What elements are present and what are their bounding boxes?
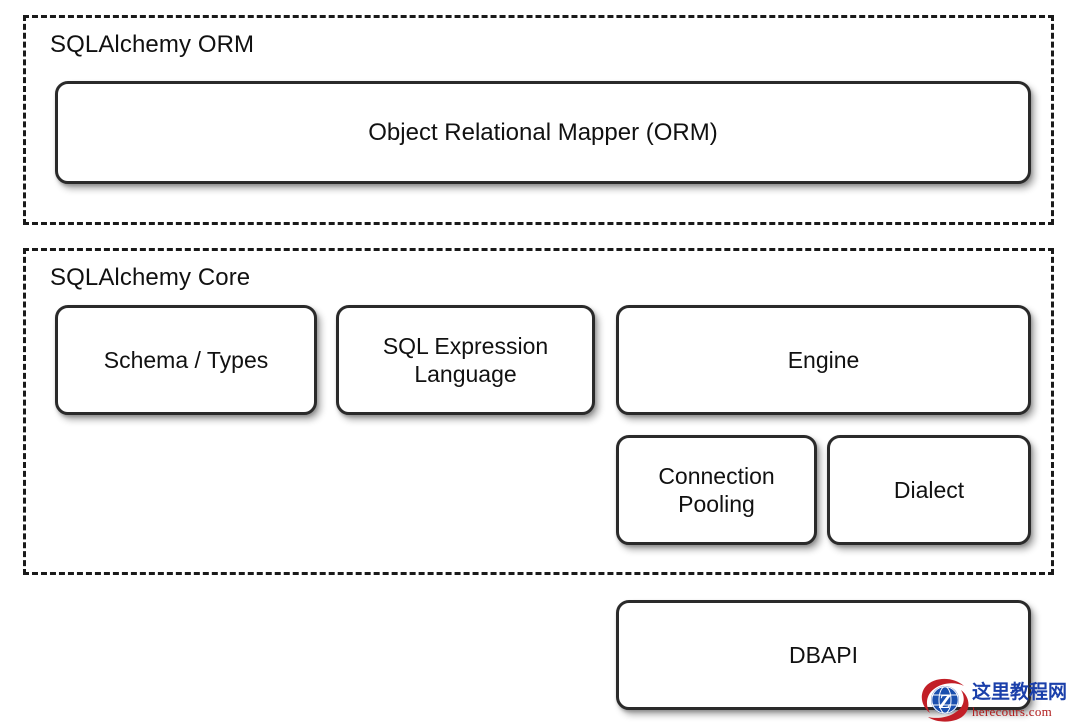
node-engine[interactable]: Engine — [616, 305, 1031, 415]
node-sql-expression-language[interactable]: SQL Expression Language — [336, 305, 595, 415]
layer-label-sqlalchemy-core: SQLAlchemy Core — [50, 264, 251, 291]
node-label-dbapi: DBAPI — [788, 641, 859, 668]
node-label-schema-types: Schema / Types — [103, 346, 269, 373]
node-schema-types[interactable]: Schema / Types — [55, 305, 317, 415]
node-label-engine: Engine — [787, 346, 860, 373]
layer-label-sqlalchemy-orm: SQLAlchemy ORM — [50, 31, 255, 58]
node-connection-pooling[interactable]: Connection Pooling — [616, 435, 817, 545]
node-dialect[interactable]: Dialect — [827, 435, 1031, 545]
node-label-connection-pooling: Connection Pooling — [658, 462, 775, 517]
node-dbapi[interactable]: DBAPI — [616, 600, 1031, 710]
node-object-relational-mapper[interactable]: Object Relational Mapper (ORM) — [55, 81, 1031, 184]
node-label-dialect: Dialect — [893, 476, 965, 503]
layer-sqlalchemy-orm — [23, 15, 1054, 225]
node-label-sql-expression-language: SQL Expression Language — [382, 332, 549, 387]
node-label-object-relational-mapper: Object Relational Mapper (ORM) — [368, 118, 718, 146]
layer-sqlalchemy-core — [23, 248, 1054, 575]
